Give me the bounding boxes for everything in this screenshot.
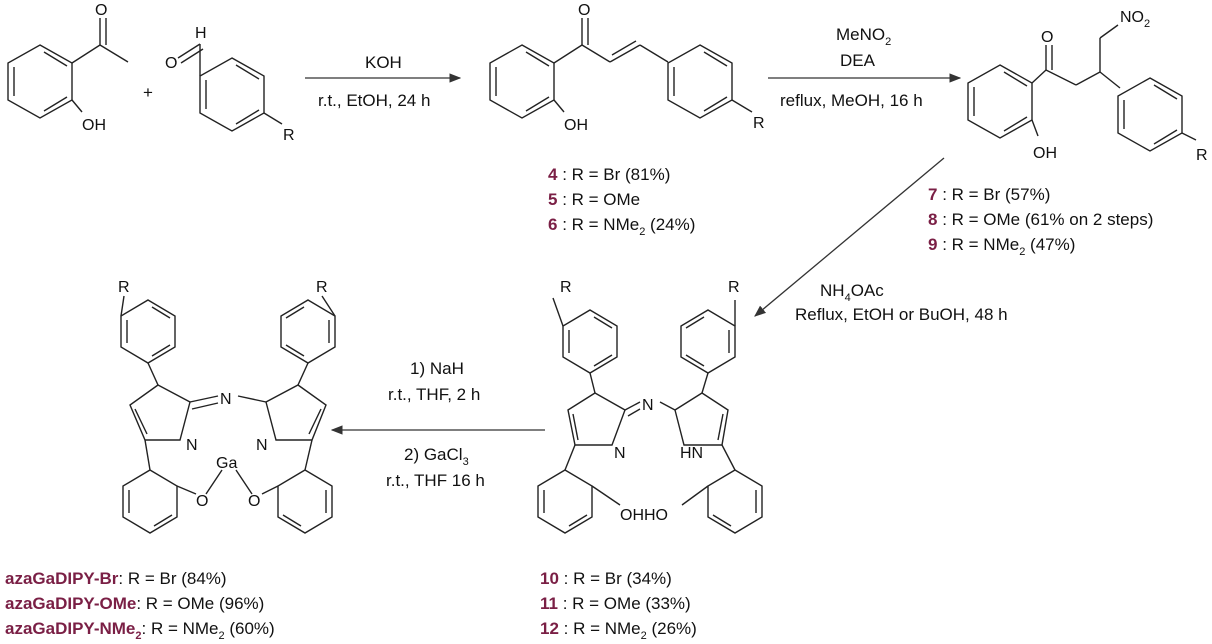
step2-reagent-2: DEA [840, 51, 876, 70]
step2-reagent-1: MeNO2 [836, 25, 891, 48]
compound-label-9: 9 : R = NMe2 (47%) [928, 235, 1075, 258]
step2-conditions: reflux, MeOH, 16 h [780, 91, 923, 110]
azadipyrromethene-structure: R R N N HN OHHO [537, 279, 763, 534]
atom-r: R [283, 127, 295, 144]
nitro-group: NO2 [1120, 9, 1150, 30]
aza-gadipy-labels: azaGaDIPY-Br: R = Br (84%) azaGaDIPY-OMe… [5, 569, 275, 642]
atom-o: O [95, 2, 107, 19]
atom-n: N [642, 397, 654, 414]
plus-sign: + [143, 83, 153, 102]
step3-reagent: NH4OAc [820, 281, 884, 304]
nitro-ketone-structure: O NO2 OH R [967, 9, 1208, 164]
step3-conditions: Reflux, EtOH or BuOH, 48 h [795, 305, 1008, 324]
atom-o: O [578, 2, 590, 19]
compound-label-6: 6 : R = NMe2 (24%) [548, 215, 695, 238]
benzaldehyde-structure: H O R [165, 25, 295, 144]
aza-gadipy-structure: R R N N N Ga O O [118, 279, 336, 534]
atom-r: R [118, 279, 130, 296]
hydroxyacetophenone-structure: O OH [7, 2, 129, 134]
atom-hn: HN [680, 445, 703, 462]
reaction-arrow-3 [754, 157, 945, 317]
atom-o: O [1041, 29, 1053, 46]
atom-oh: OH [82, 117, 106, 134]
step4-line-3: 2) GaCl3 [404, 445, 469, 468]
atom-r: R [753, 115, 765, 132]
nitro-labels: 7 : R = Br (57%) 8 : R = OMe (61% on 2 s… [928, 185, 1153, 258]
compound-label-10: 10 : R = Br (34%) [540, 569, 672, 588]
atom-o: O [165, 55, 177, 72]
step1-conditions: r.t., EtOH, 24 h [318, 91, 430, 110]
compound-label-7: 7 : R = Br (57%) [928, 185, 1050, 204]
compound-label-azagadipy-nme2: azaGaDIPY-NMe2: R = NMe2 (60%) [5, 619, 275, 642]
atom-n: N [256, 437, 268, 454]
atom-h: H [195, 25, 207, 42]
compound-label-11: 11 : R = OMe (33%) [540, 594, 691, 613]
atom-n: N [186, 437, 198, 454]
atom-ohho: OHHO [620, 507, 668, 524]
atom-oh: OH [564, 117, 588, 134]
atom-n: N [614, 445, 626, 462]
chalcone-labels: 4 : R = Br (81%) 5 : R = OMe 6 : R = NMe… [548, 165, 695, 238]
atom-oh: OH [1033, 145, 1057, 162]
atom-o: O [196, 493, 208, 510]
compound-label-5: 5 : R = OMe [548, 190, 640, 209]
step4-line-4: r.t., THF 16 h [386, 471, 485, 490]
compound-label-8: 8 : R = OMe (61% on 2 steps) [928, 210, 1153, 229]
compound-label-azagadipy-br: azaGaDIPY-Br: R = Br (84%) [5, 569, 227, 588]
atom-r: R [560, 279, 572, 296]
step4-line-1: 1) NaH [410, 359, 464, 378]
compound-label-12: 12 : R = NMe2 (26%) [540, 619, 697, 642]
atom-r: R [728, 279, 740, 296]
azadipyrromethene-labels: 10 : R = Br (34%) 11 : R = OMe (33%) 12 … [540, 569, 697, 642]
step4-line-2: r.t., THF, 2 h [388, 385, 480, 404]
compound-label-4: 4 : R = Br (81%) [548, 165, 670, 184]
atom-ga: Ga [216, 455, 237, 472]
step1-reagent: KOH [365, 53, 402, 72]
atom-r: R [1196, 147, 1208, 164]
atom-o: O [248, 493, 260, 510]
compound-label-azagadipy-ome: azaGaDIPY-OMe: R = OMe (96%) [5, 594, 264, 613]
atom-n: N [220, 391, 232, 408]
chalcone-structure: O OH R [489, 2, 765, 134]
atom-r: R [316, 279, 328, 296]
